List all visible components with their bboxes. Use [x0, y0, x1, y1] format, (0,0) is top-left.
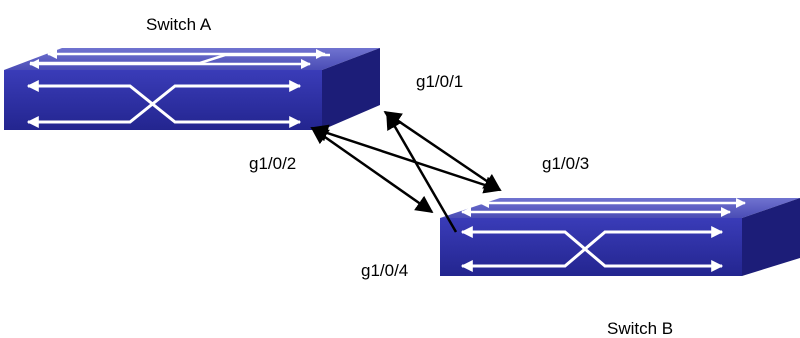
link-g1-0-1-to-g1-0-3 [383, 110, 502, 192]
switch-b-top [440, 198, 800, 218]
switch-a-top [4, 48, 380, 70]
switch-b-cross-arrows-icon [460, 226, 724, 272]
switch-a-side [322, 48, 380, 130]
switch-a-top-arrows-icon [29, 49, 330, 69]
switch-a [4, 48, 380, 130]
links [310, 110, 502, 233]
link-g1-0-4-to-g1-0-1 [385, 111, 458, 233]
port-label-g1-0-3: g1/0/3 [542, 154, 589, 173]
switch-a-label: Switch A [146, 15, 212, 34]
port-label-g1-0-1: g1/0/1 [416, 72, 463, 91]
switch-b [440, 198, 800, 276]
link-g1-0-2-to-g1-0-3 [310, 124, 502, 194]
switch-b-label: Switch B [607, 319, 673, 338]
link-g1-0-2-to-g1-0-4 [310, 126, 434, 214]
switch-b-side [742, 198, 800, 276]
port-label-g1-0-2: g1/0/2 [249, 154, 296, 173]
switch-b-top-arrows-icon [461, 198, 746, 217]
switch-a-cross-arrows-icon [26, 80, 302, 128]
port-label-g1-0-4: g1/0/4 [361, 261, 408, 280]
